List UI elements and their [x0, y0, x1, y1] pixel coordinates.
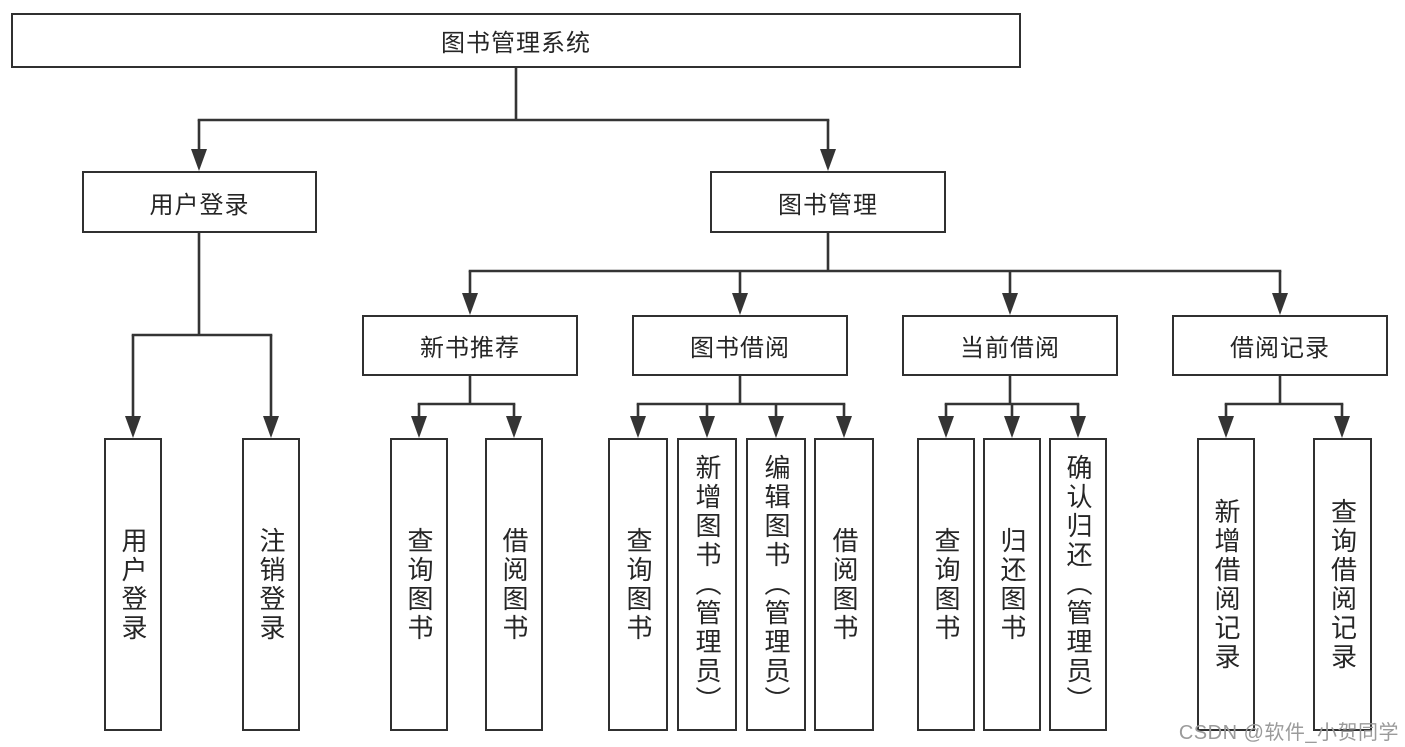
node-new-book-label: 新书推荐: [420, 335, 520, 362]
node-user-login: 用户登录: [82, 171, 317, 233]
node-root-label: 图书管理系统: [441, 30, 591, 57]
leaf-record-query: 查询借阅记录: [1313, 438, 1372, 731]
node-user-login-label: 用户登录: [149, 191, 250, 219]
leaf-newbook-query: 查询图书: [390, 438, 448, 731]
leaf-borrow-add: 新增图书（管理员）: [677, 438, 737, 731]
node-current-borrow-label: 当前借阅: [960, 335, 1060, 362]
edge-borrow-record-to-leaves: [1218, 376, 1350, 438]
csdn-watermark: CSDN @软件_小贺同学: [1178, 722, 1399, 744]
leaf-borrow-query-label: 查询图书: [623, 526, 653, 643]
edge-root-to-branches: [191, 68, 836, 171]
edge-new-book-to-leaves: [411, 376, 522, 438]
leaf-current-confirm-label: 确认归还（管理员）: [1063, 454, 1093, 715]
node-root: 图书管理系统: [11, 13, 1021, 68]
node-borrow-record-label: 借阅记录: [1230, 335, 1330, 362]
node-book-management-label: 图书管理: [778, 191, 878, 219]
leaf-current-confirm: 确认归还（管理员）: [1049, 438, 1107, 731]
leaf-current-query-label: 查询图书: [931, 526, 961, 643]
leaf-record-add: 新增借阅记录: [1197, 438, 1255, 731]
node-book-borrow: 图书借阅: [632, 315, 848, 376]
leaf-borrow-book: 借阅图书: [814, 438, 874, 731]
leaf-borrow-edit-label: 编辑图书（管理员）: [761, 454, 791, 715]
leaf-newbook-borrow: 借阅图书: [485, 438, 543, 731]
node-borrow-record: 借阅记录: [1172, 315, 1388, 376]
leaf-borrow-edit: 编辑图书（管理员）: [746, 438, 806, 731]
leaf-user-login: 用户登录: [104, 438, 162, 731]
leaf-current-return-label: 归还图书: [997, 526, 1027, 643]
leaf-borrow-book-label: 借阅图书: [829, 526, 859, 643]
node-new-book: 新书推荐: [362, 315, 578, 376]
node-book-borrow-label: 图书借阅: [690, 335, 790, 362]
leaf-newbook-query-label: 查询图书: [404, 526, 434, 643]
edge-book-management-to-modules: [462, 233, 1288, 315]
edge-user-login-to-leaves: [125, 233, 279, 438]
leaf-borrow-add-label: 新增图书（管理员）: [692, 454, 722, 715]
leaf-borrow-query: 查询图书: [608, 438, 668, 731]
edge-book-borrow-to-leaves: [630, 376, 852, 438]
leaf-logout: 注销登录: [242, 438, 300, 731]
edge-current-borrow-to-leaves: [938, 376, 1086, 438]
leaf-record-add-label: 新增借阅记录: [1211, 497, 1241, 672]
node-book-management: 图书管理: [710, 171, 946, 233]
leaf-current-query: 查询图书: [917, 438, 975, 731]
leaf-current-return: 归还图书: [983, 438, 1041, 731]
leaf-user-login-label: 用户登录: [118, 526, 148, 643]
leaf-record-query-label: 查询借阅记录: [1327, 497, 1358, 672]
leaf-newbook-borrow-label: 借阅图书: [499, 526, 529, 643]
node-current-borrow: 当前借阅: [902, 315, 1118, 376]
leaf-logout-label: 注销登录: [256, 526, 286, 643]
